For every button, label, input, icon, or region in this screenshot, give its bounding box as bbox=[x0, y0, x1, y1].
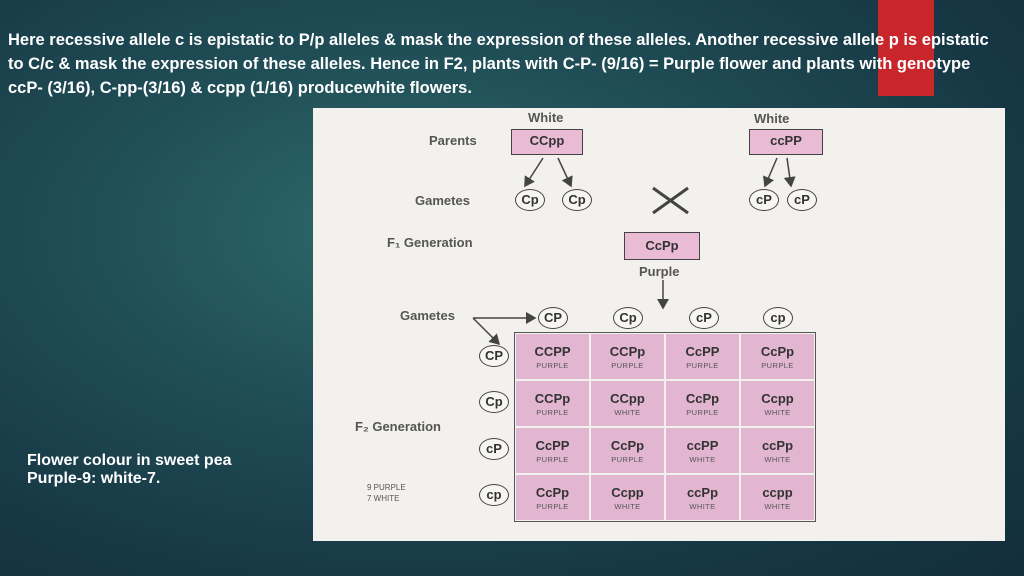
f1-genotype-box: CcPp bbox=[624, 232, 700, 260]
arrow-gametes-rows bbox=[472, 317, 501, 346]
parent2-color-label: White bbox=[754, 111, 790, 126]
cell-phenotype: PURPLE bbox=[611, 454, 644, 464]
cell-phenotype: PURPLE bbox=[686, 407, 719, 417]
cell-phenotype: PURPLE bbox=[536, 454, 569, 464]
f2-generation-label: F₂ Generation bbox=[355, 419, 441, 434]
count-purple: 9 PURPLE bbox=[367, 483, 406, 492]
cell-phenotype: WHITE bbox=[764, 501, 791, 511]
parent2-gamete-2: cP bbox=[787, 189, 817, 211]
slide-caption: Flower colour in sweet pea Purple-9: whi… bbox=[27, 452, 317, 488]
row-gamete-1: CP bbox=[479, 345, 509, 367]
parent1-gamete-1: Cp bbox=[515, 189, 545, 211]
column-gamete-4: cp bbox=[763, 307, 793, 329]
f1-generation-label: F₁ Generation bbox=[387, 235, 473, 250]
cell-phenotype: WHITE bbox=[689, 501, 716, 511]
cell-genotype: CcPP bbox=[535, 437, 570, 453]
arrow-parent2-gamete2 bbox=[783, 157, 796, 188]
cell-genotype: ccPp bbox=[761, 437, 794, 453]
row-gamete-4: cp bbox=[479, 484, 509, 506]
parents-label: Parents bbox=[429, 133, 477, 148]
row-gamete-2: Cp bbox=[479, 391, 509, 413]
caption-line-1: Flower colour in sweet pea bbox=[27, 452, 232, 469]
inheritance-diagram: White White Parents CCpp ccPP Gametes Cp… bbox=[313, 108, 1005, 541]
cell-genotype: ccPp bbox=[686, 484, 719, 500]
f2-ratio-counts: 9 PURPLE 7 WHITE bbox=[367, 482, 406, 504]
explanation-paragraph: Here recessive allele c is epistatic to … bbox=[8, 31, 989, 97]
cell-phenotype: WHITE bbox=[614, 407, 641, 417]
cell-genotype: CcPP bbox=[685, 343, 720, 359]
cell-genotype: CcPp bbox=[610, 437, 645, 453]
caption-line-2: Purple-9: white-7. bbox=[27, 470, 161, 487]
cell-genotype: CCPP bbox=[534, 343, 571, 359]
cell-genotype: CCPp bbox=[609, 343, 646, 359]
cell-phenotype: WHITE bbox=[764, 454, 791, 464]
parent1-gamete-2: Cp bbox=[562, 189, 592, 211]
cell-phenotype: PURPLE bbox=[536, 407, 569, 417]
parent2-gamete-1: cP bbox=[749, 189, 779, 211]
accent-bar bbox=[878, 0, 934, 96]
cell-genotype: Ccpp bbox=[761, 390, 794, 406]
cell-genotype: CcPp bbox=[535, 484, 570, 500]
arrow-parent1-gamete1 bbox=[524, 157, 544, 188]
row-gamete-3: cP bbox=[479, 438, 509, 460]
cell-phenotype: WHITE bbox=[764, 407, 791, 417]
cell-genotype: CCPp bbox=[534, 390, 571, 406]
arrow-parent1-gamete2 bbox=[557, 157, 573, 188]
cell-phenotype: PURPLE bbox=[536, 360, 569, 370]
column-gamete-3: cP bbox=[689, 307, 719, 329]
column-gamete-1: CP bbox=[538, 307, 568, 329]
f1-gametes-label: Gametes bbox=[400, 308, 455, 323]
cell-phenotype: WHITE bbox=[689, 454, 716, 464]
cross-stroke-2 bbox=[652, 186, 689, 215]
gametes-label: Gametes bbox=[415, 193, 470, 208]
parent1-genotype-box: CCpp bbox=[511, 129, 583, 155]
cell-phenotype: WHITE bbox=[614, 501, 641, 511]
f1-phenotype-label: Purple bbox=[639, 264, 680, 279]
arrow-parent2-gamete1 bbox=[763, 157, 778, 188]
cell-genotype: CCpp bbox=[610, 390, 645, 406]
parent2-genotype-box: ccPP bbox=[749, 129, 823, 155]
parent1-color-label: White bbox=[528, 110, 564, 125]
count-white: 7 WHITE bbox=[367, 494, 400, 503]
cell-phenotype: PURPLE bbox=[611, 360, 644, 370]
diagram-arrows bbox=[472, 157, 796, 346]
cell-genotype: ccPP bbox=[686, 437, 719, 453]
cell-phenotype: PURPLE bbox=[686, 360, 719, 370]
cell-phenotype: PURPLE bbox=[761, 360, 794, 370]
cell-genotype: Ccpp bbox=[611, 484, 644, 500]
cell-phenotype: PURPLE bbox=[536, 501, 569, 511]
cell-genotype: ccpp bbox=[762, 484, 793, 500]
column-gamete-2: Cp bbox=[613, 307, 643, 329]
cell-genotype: CcPp bbox=[760, 343, 795, 359]
cell-genotype: CcPp bbox=[685, 390, 720, 406]
